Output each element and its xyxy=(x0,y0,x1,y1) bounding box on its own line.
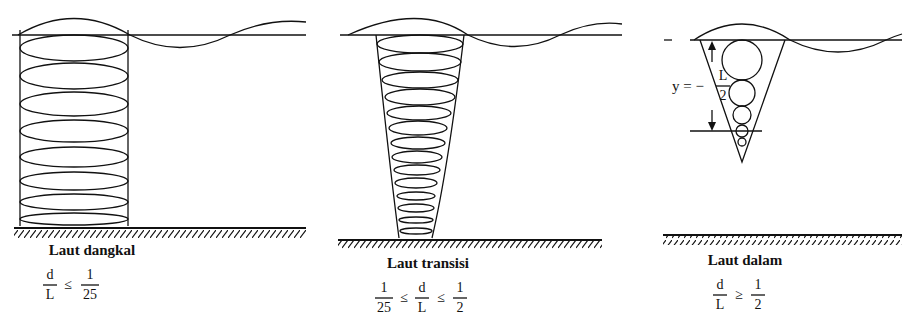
relation-sign: ≥ xyxy=(735,288,743,302)
fraction-part: 1 xyxy=(457,281,464,295)
fraction-part: 2 xyxy=(755,298,762,312)
panel-title: Laut dalam xyxy=(708,253,783,268)
relation-sign: ≤ xyxy=(64,278,72,292)
relation-sign: ≤ xyxy=(400,291,408,305)
fraction-part: d xyxy=(419,281,426,295)
fraction-part: 25 xyxy=(83,288,97,302)
fraction-part: L xyxy=(46,288,55,302)
relation-sign: ≤ xyxy=(437,291,445,305)
fraction-part: L xyxy=(719,69,728,83)
fraction-part: 1 xyxy=(87,268,94,282)
panel-title: Laut dangkal xyxy=(49,243,135,258)
fraction-part: L xyxy=(418,301,427,315)
fraction-part: 25 xyxy=(377,301,391,315)
fraction-part: 1 xyxy=(381,281,388,295)
fraction-part: 2 xyxy=(720,89,727,103)
panel-title: Laut transisi xyxy=(387,256,469,271)
fraction-part: 1 xyxy=(755,278,762,292)
fraction-part: d xyxy=(47,268,54,282)
fraction-part: L xyxy=(716,298,725,312)
fraction-part: 2 xyxy=(457,301,464,315)
fraction-part: d xyxy=(717,278,724,292)
dimension-label: y = − xyxy=(672,79,704,94)
